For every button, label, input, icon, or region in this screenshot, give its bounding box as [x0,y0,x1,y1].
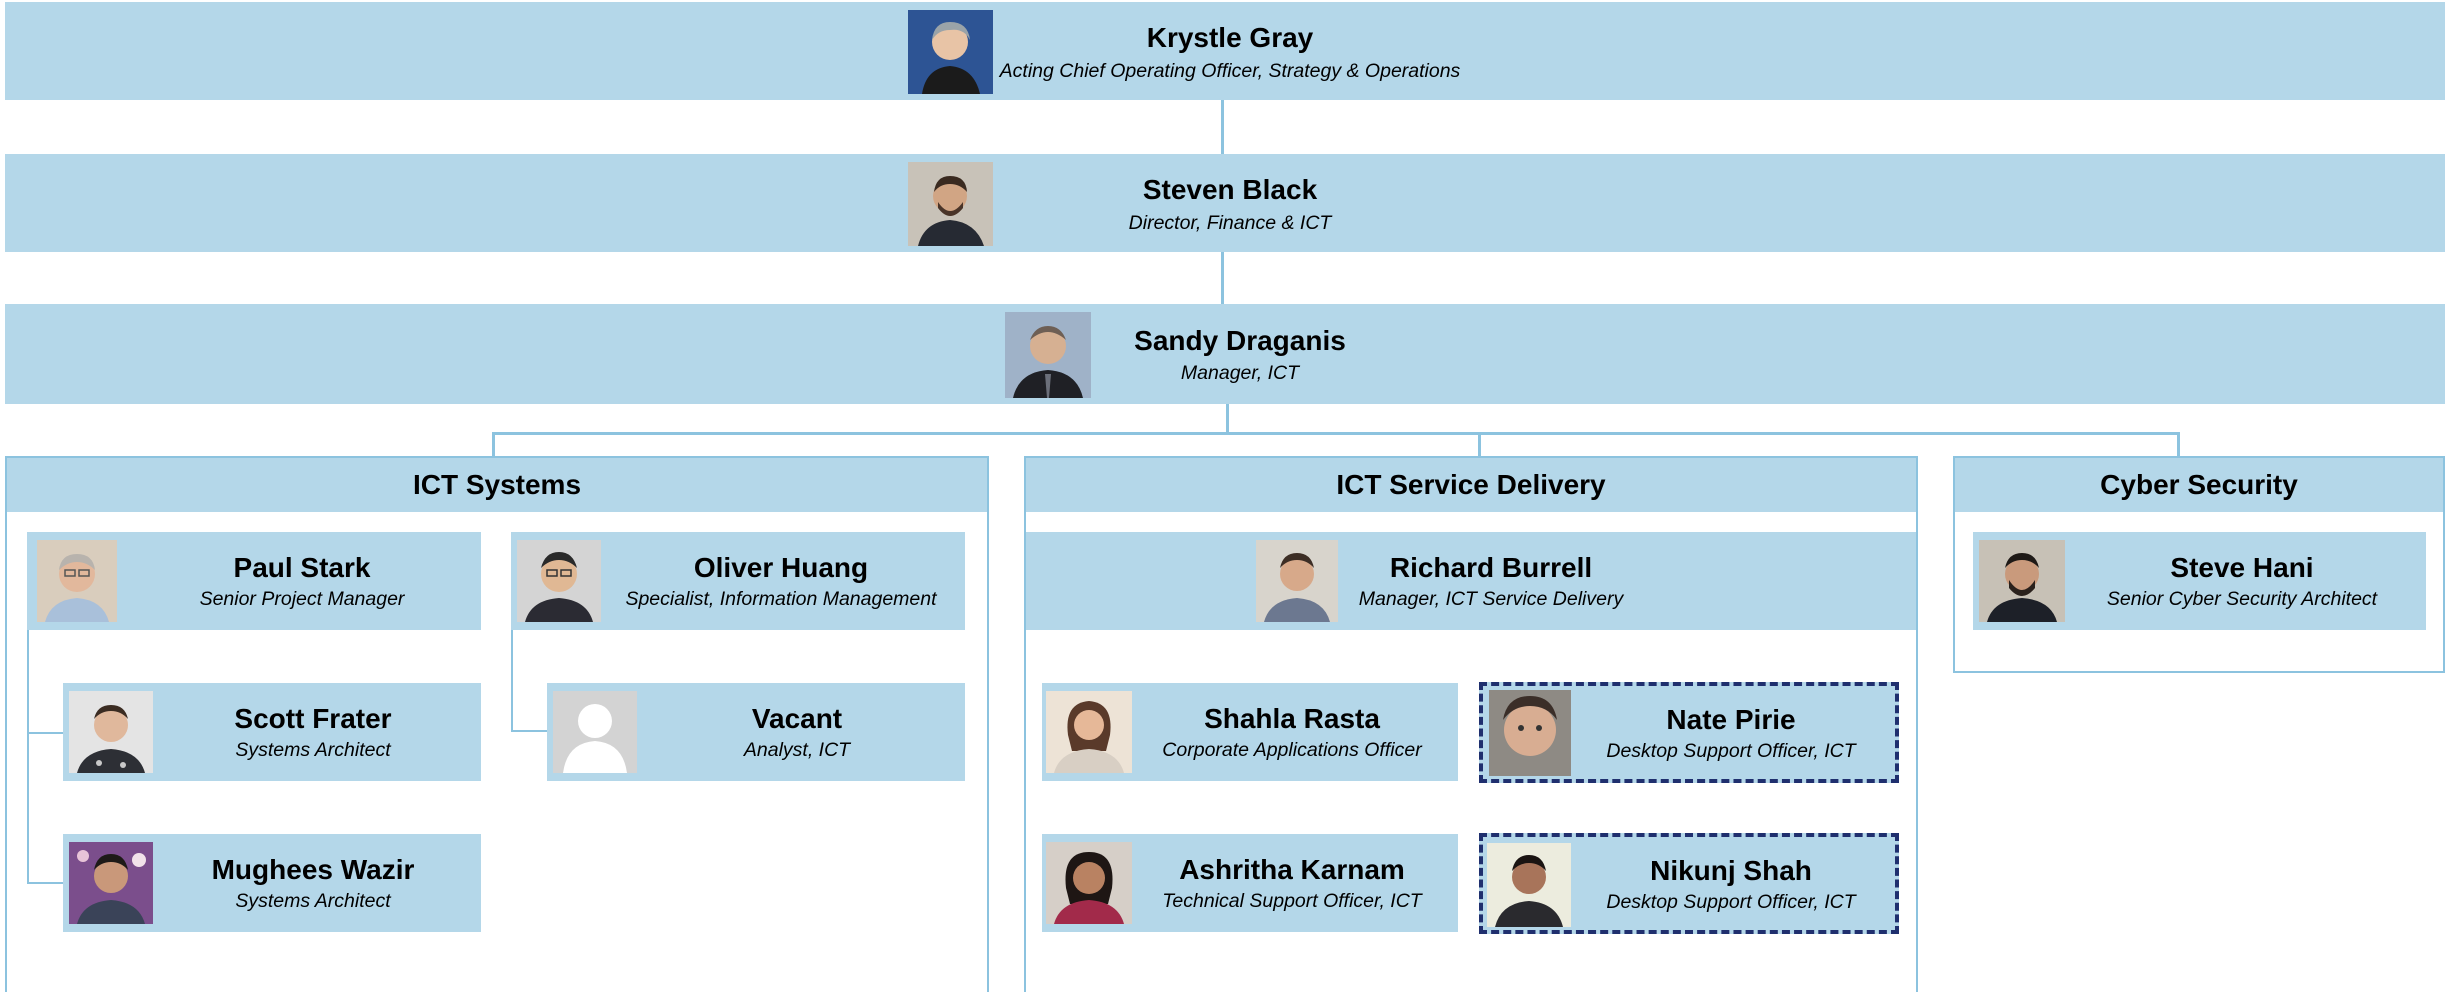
group-title: Cyber Security [1955,458,2443,512]
person-photo [1979,540,2065,622]
avatar-icon [69,842,153,924]
avatar-icon [1005,312,1091,398]
vacant-avatar-icon [553,691,637,773]
person-title: Analyst, ICT [743,739,851,761]
person-photo [1487,843,1571,927]
avatar-icon [517,540,601,622]
person-name: Mughees Wazir [211,854,415,885]
person-card-sandy-draganis[interactable]: Sandy Draganis Manager, ICT [5,304,2445,404]
connector-line [511,630,513,732]
person-title: Desktop Support Officer, ICT [1606,740,1856,762]
person-name: Ashritha Karnam [1179,854,1405,885]
person-card-steve-hani[interactable]: Steve Hani Senior Cyber Security Archite… [1973,532,2426,630]
person-photo [69,842,153,924]
connector-line [511,730,547,732]
connector-line [1226,404,1229,434]
connector-line [27,630,29,884]
person-name: Nate Pirie [1666,704,1796,735]
connector-line [27,882,63,884]
person-photo [1489,690,1571,776]
person-title: Desktop Support Officer, ICT [1606,891,1856,913]
person-name: Scott Frater [234,703,392,734]
person-name: Steven Black [1142,174,1318,205]
person-title: Technical Support Officer, ICT [1162,890,1422,912]
avatar-icon [37,540,117,622]
person-title: Manager, ICT [1180,362,1300,384]
person-photo [69,691,153,773]
person-photo [1046,691,1132,773]
person-name: Nikunj Shah [1650,855,1812,886]
person-card-krystle-gray[interactable]: Krystle Gray Acting Chief Operating Offi… [5,2,2445,100]
person-photo [908,10,993,94]
person-card-vacant[interactable]: Vacant Analyst, ICT [547,683,965,781]
person-name: Shahla Rasta [1204,703,1380,734]
person-card-richard-burrell[interactable]: Richard Burrell Manager, ICT Service Del… [1026,532,1916,630]
person-card-scott-frater[interactable]: Scott Frater Systems Architect [63,683,481,781]
group-title: ICT Systems [7,458,987,512]
person-title: Manager, ICT Service Delivery [1358,588,1624,610]
avatar-icon [1256,540,1338,622]
person-name: Steve Hani [2170,552,2314,583]
connector-line [2177,432,2180,456]
person-title: Director, Finance & ICT [1128,212,1332,234]
avatar-icon [908,162,993,246]
person-title: Systems Architect [235,739,391,761]
person-title: Corporate Applications Officer [1162,739,1422,761]
person-title: Senior Project Manager [199,588,405,610]
person-photo [1046,842,1132,924]
person-name: Paul Stark [233,552,371,583]
avatar-icon [1489,690,1571,776]
connector-line [27,732,63,734]
person-card-oliver-huang[interactable]: Oliver Huang Specialist, Information Man… [511,532,965,630]
connector-line [1478,432,1481,456]
avatar-icon [1046,842,1132,924]
person-card-ashritha-karnam[interactable]: Ashritha Karnam Technical Support Office… [1042,834,1458,932]
person-title: Systems Architect [235,890,391,912]
person-photo [908,162,993,246]
connector-line [1221,100,1224,154]
avatar-icon [1979,540,2065,622]
person-title: Acting Chief Operating Officer, Strategy… [999,60,1461,82]
person-card-nate-pirie[interactable]: Nate Pirie Desktop Support Officer, ICT [1479,682,1899,783]
person-card-steven-black[interactable]: Steven Black Director, Finance & ICT [5,154,2445,252]
person-title: Senior Cyber Security Architect [2106,588,2378,610]
connector-line [492,432,495,456]
person-photo [1005,312,1091,398]
connector-line [492,432,2180,435]
person-photo [37,540,117,622]
person-card-shahla-rasta[interactable]: Shahla Rasta Corporate Applications Offi… [1042,683,1458,781]
person-name: Richard Burrell [1389,552,1593,583]
person-name: Oliver Huang [693,552,869,583]
person-name: Vacant [751,703,843,734]
avatar-icon [908,10,993,94]
person-photo [517,540,601,622]
person-photo [1256,540,1338,622]
person-card-mughees-wazir[interactable]: Mughees Wazir Systems Architect [63,834,481,932]
person-title: Specialist, Information Management [625,588,937,610]
person-card-nikunj-shah[interactable]: Nikunj Shah Desktop Support Officer, ICT [1479,833,1899,934]
avatar-icon [69,691,153,773]
avatar-icon [1487,843,1571,927]
group-title: ICT Service Delivery [1026,458,1916,512]
person-card-paul-stark[interactable]: Paul Stark Senior Project Manager [27,532,481,630]
person-photo [553,691,637,773]
person-name: Krystle Gray [1146,22,1314,53]
person-name: Sandy Draganis [1134,325,1346,356]
connector-line [1221,252,1224,304]
avatar-icon [1046,691,1132,773]
